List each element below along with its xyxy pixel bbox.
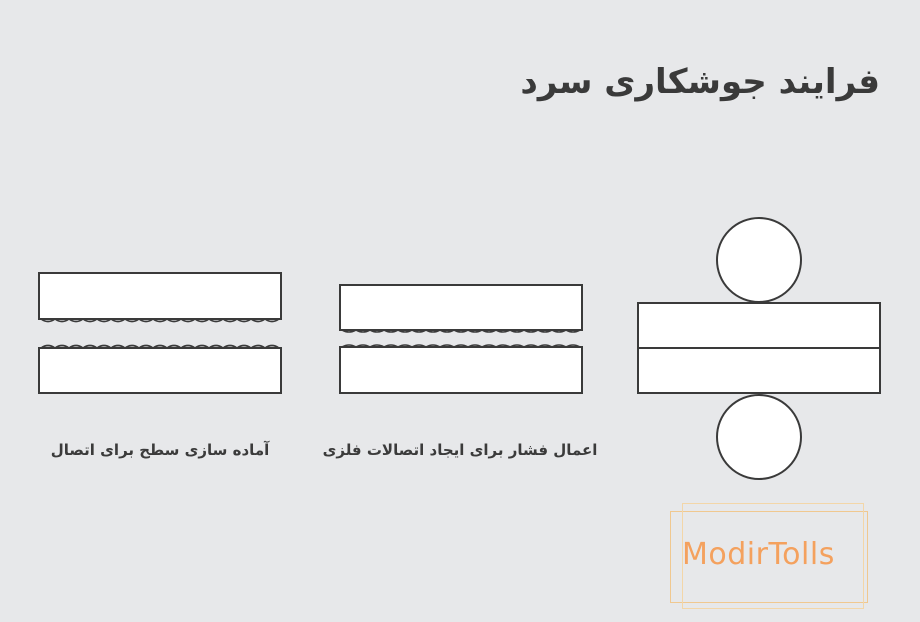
stage-2-bottom-plate	[339, 346, 583, 394]
watermark-logo: ModirTolls	[668, 503, 878, 609]
stage-1-preparation	[38, 272, 282, 394]
stage-2-caption: اعمال فشار برای ایجاد اتصالات فلزی	[322, 441, 598, 459]
stage-2-pressure	[339, 284, 583, 394]
stage-1-top-surface-roughness	[40, 318, 280, 323]
watermark-text: ModirTolls	[682, 537, 835, 572]
stage-1-top-plate	[38, 272, 282, 320]
stage-1-caption: آماده سازی سطح برای اتصال	[50, 441, 270, 459]
watermark-frame	[670, 511, 868, 603]
stage-2-top-plate	[339, 284, 583, 331]
stage-3-bottom-plate	[637, 347, 881, 394]
stage-1-bottom-plate	[38, 347, 282, 394]
bottom-roller	[716, 394, 802, 480]
stage-3-top-plate	[637, 302, 881, 349]
stage-3-bonded	[637, 217, 881, 480]
watermark-frame-inner	[682, 503, 864, 609]
page-title: فرایند جوشکاری سرد	[520, 62, 880, 102]
stage-2-top-surface-roughness	[341, 329, 581, 333]
top-roller	[716, 217, 802, 303]
